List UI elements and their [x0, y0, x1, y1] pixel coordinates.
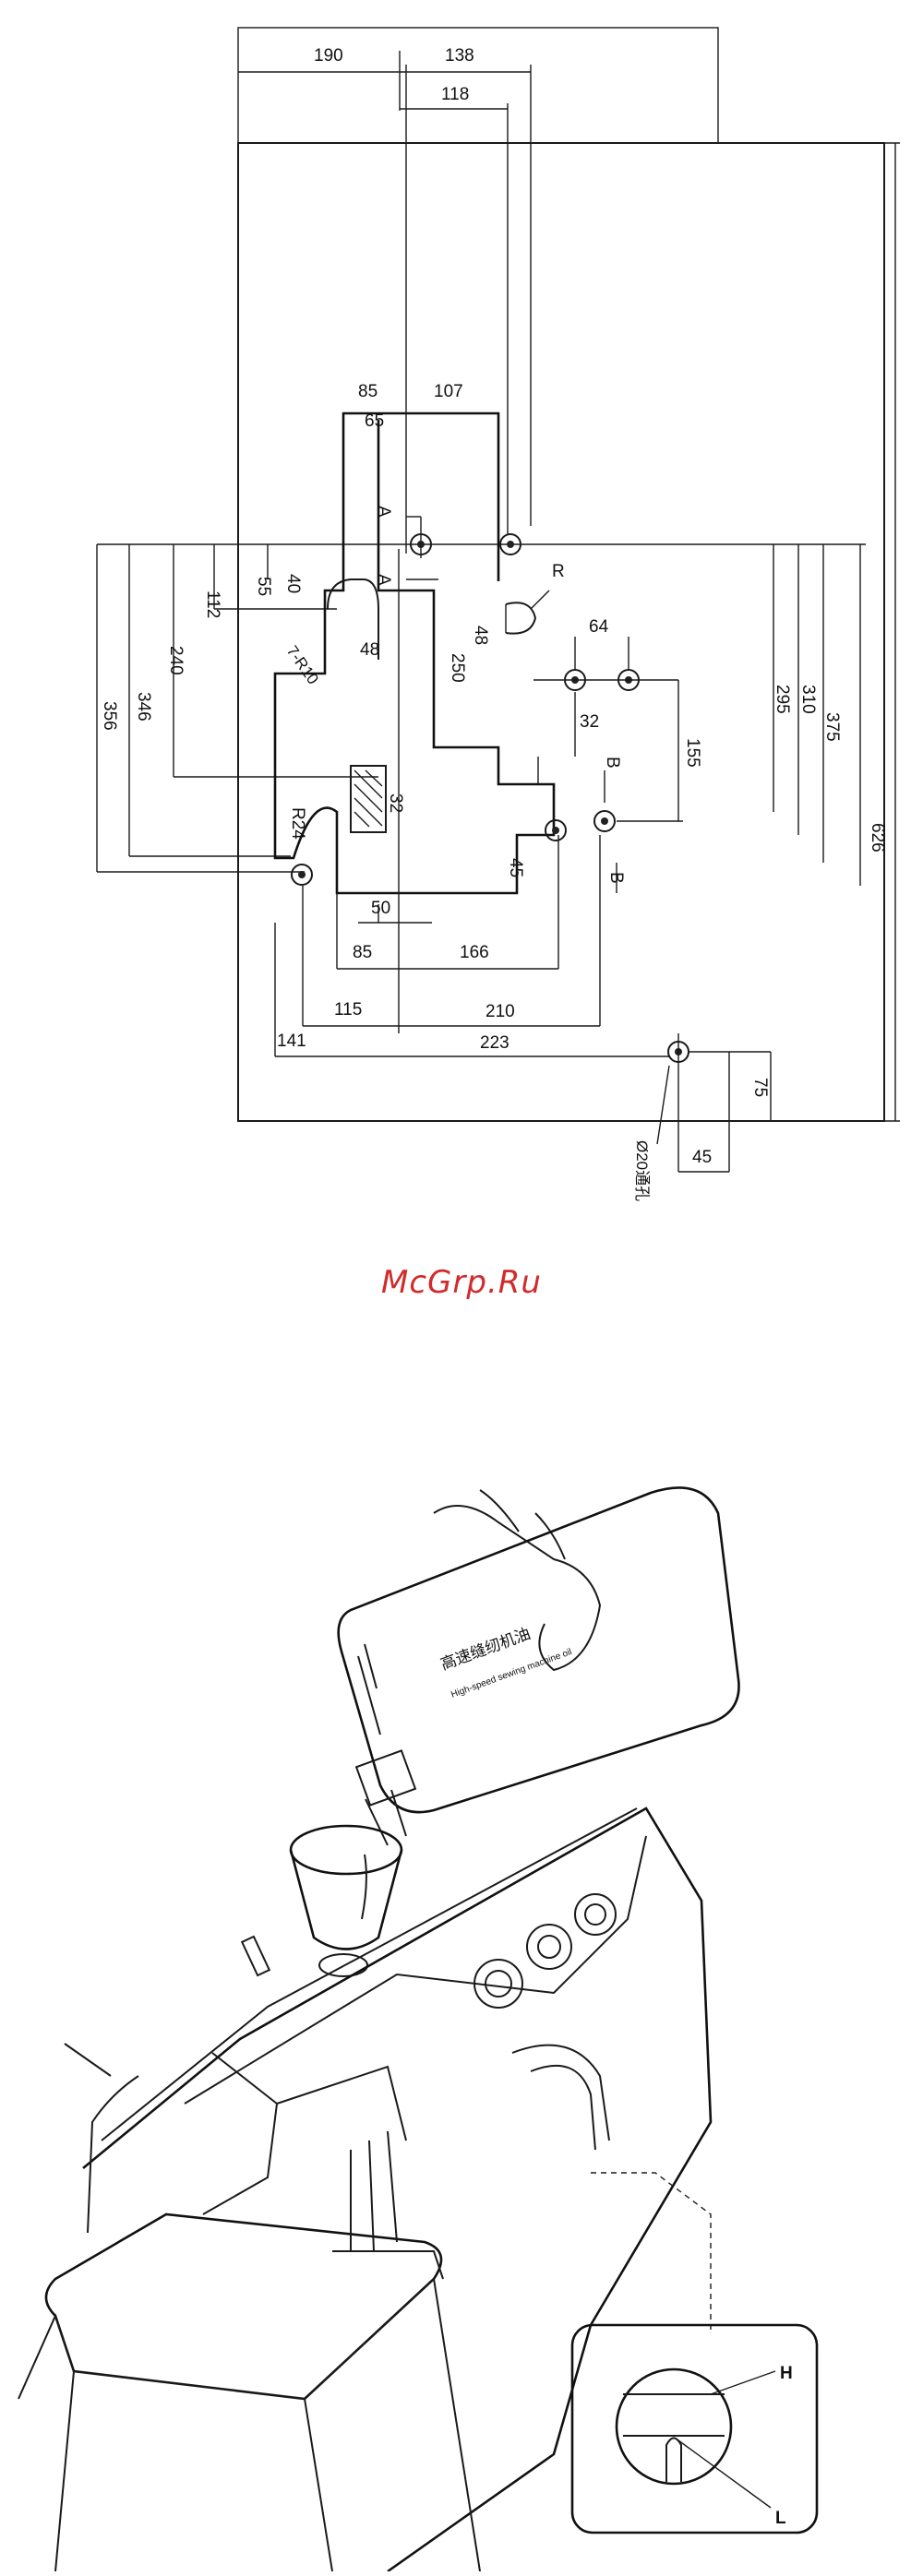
dim-346: 346 — [134, 692, 153, 722]
dim-75: 75 — [750, 1078, 770, 1097]
dim-55: 55 — [254, 577, 273, 596]
oil-level-gauge-inset: H L — [572, 2325, 817, 2533]
radius-7-r10: 7-R10 — [283, 642, 322, 687]
dim-48-left: 48 — [360, 640, 379, 660]
dim-223: 223 — [480, 1033, 509, 1053]
dimension-labels: 190 138 118 85 107 65 40 55 112 240 346 … — [100, 46, 887, 1201]
gauge-low-mark: L — [775, 2509, 786, 2528]
table-cutout-drawing: 190 138 118 85 107 65 40 55 112 240 346 … — [97, 28, 900, 1201]
dim-240: 240 — [166, 646, 186, 675]
radius-r24: R24 — [288, 807, 307, 840]
dim-138: 138 — [445, 46, 474, 66]
dim-375: 375 — [822, 712, 842, 742]
dim-250: 250 — [448, 653, 467, 683]
dim-141: 141 — [277, 1032, 306, 1051]
oil-bottle: 高速缝纫机油 High-speed sewing machine oil — [339, 1487, 739, 1845]
dim-85-bottom: 85 — [353, 943, 372, 962]
dim-107: 107 — [434, 382, 463, 401]
dim-356: 356 — [100, 701, 119, 731]
dim-50: 50 — [371, 899, 390, 918]
section-mark-a-bottom: A — [374, 574, 393, 586]
dim-310: 310 — [798, 685, 818, 714]
dim-190: 190 — [314, 46, 343, 66]
dim-48-right: 48 — [471, 626, 490, 645]
sewing-machine — [18, 1808, 711, 2571]
dim-65: 65 — [365, 411, 384, 431]
radius-r: R — [552, 562, 565, 581]
dim-295: 295 — [773, 685, 792, 714]
dim-40: 40 — [283, 574, 303, 593]
section-mark-b-bottom: B — [606, 872, 626, 884]
dim-32: 32 — [580, 712, 599, 732]
gauge-high-mark: H — [780, 2364, 793, 2383]
dim-45-body: 45 — [506, 858, 525, 877]
dim-85: 85 — [358, 382, 378, 401]
dim-112: 112 — [203, 590, 222, 618]
site-watermark: McGrp.Ru — [0, 1264, 923, 1301]
dim-626: 626 — [868, 823, 887, 853]
dim-210: 210 — [485, 1002, 515, 1021]
through-hole-label: Ø20通孔 — [633, 1140, 651, 1201]
dim-155: 155 — [683, 738, 702, 768]
dim-64: 64 — [589, 617, 609, 637]
dim-166: 166 — [460, 943, 489, 962]
dim-45-hole: 45 — [692, 1148, 712, 1167]
section-mark-b-top: B — [603, 757, 622, 769]
oil-cup — [291, 1826, 402, 1976]
dim-32-cutout: 32 — [386, 793, 405, 813]
oiling-illustration: 高速缝纫机油 High-speed sewing machine oil — [18, 1487, 817, 2571]
dim-115: 115 — [334, 1000, 362, 1020]
section-mark-a-top: A — [374, 506, 393, 518]
dim-118: 118 — [441, 85, 469, 104]
